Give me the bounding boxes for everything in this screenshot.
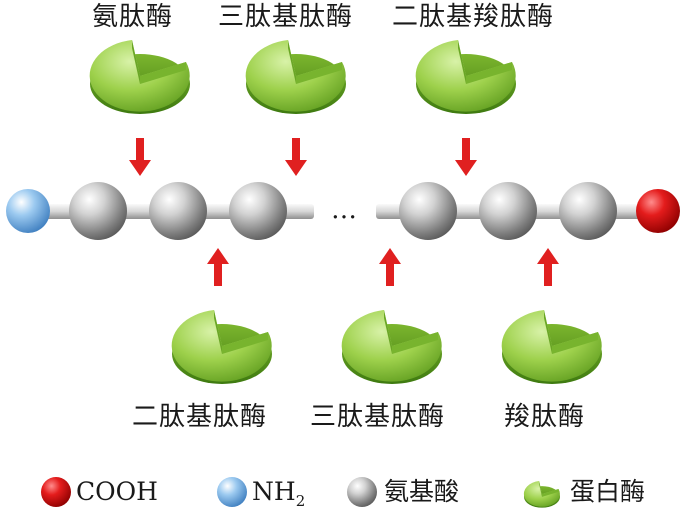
amino-acid-ball <box>229 182 287 240</box>
legend-amino-acid-icon <box>347 477 377 507</box>
enzyme-label-carboxypeptidase: 羧肽酶 <box>504 402 586 432</box>
cleavage-arrow-down <box>129 138 151 176</box>
legend-protease-icon <box>523 481 560 508</box>
amino-acid-ball <box>399 182 457 240</box>
legend-amino-acid-label: 氨基酸 <box>384 477 460 506</box>
amino-acid-ball <box>479 182 537 240</box>
enzyme-icon-tripeptidyl-bottom <box>341 310 442 384</box>
cleavage-arrow-down <box>455 138 477 176</box>
enzyme-icon-tripeptidyl-top <box>245 40 346 114</box>
cleavage-arrow-up <box>379 248 401 286</box>
enzyme-icon-carboxypeptidase <box>501 310 602 384</box>
legend-nh2-icon <box>217 477 247 507</box>
legend-protease-label: 蛋白酶 <box>570 477 646 506</box>
enzyme-label-tripeptidyl-bottom: 三肽基肽酶 <box>310 402 446 432</box>
legend-nh2-label: NH2 <box>252 477 305 516</box>
enzyme-label-aminopeptidase: 氨肽酶 <box>92 2 174 32</box>
cleavage-arrow-up <box>207 248 229 286</box>
enzyme-label-dipeptidyl: 二肽基肽酶 <box>132 402 268 432</box>
enzyme-icon-aminopeptidase <box>89 40 190 114</box>
legend-cooh-icon <box>41 477 71 507</box>
cooh-terminus <box>636 189 680 233</box>
enzyme-label-tripeptidyl-top: 三肽基肽酶 <box>218 2 354 32</box>
legend-cooh-label: COOH <box>76 477 158 506</box>
amino-acid-ball <box>149 182 207 240</box>
legend-nh2-subscript: 2 <box>295 492 306 510</box>
cleavage-arrow-down <box>285 138 307 176</box>
amino-acid-ball <box>559 182 617 240</box>
enzyme-icon-dipeptidyl <box>171 310 272 384</box>
legend-nh2-main: NH <box>252 477 296 506</box>
enzyme-label-dipeptidyl-carboxy: 二肽基羧肽酶 <box>392 2 555 32</box>
nh2-terminus <box>6 189 50 233</box>
enzyme-icon-dipeptidyl-carboxy <box>415 40 516 114</box>
cleavage-arrow-up <box>537 248 559 286</box>
chain-gap-ellipsis: … <box>331 195 357 225</box>
amino-acid-ball <box>69 182 127 240</box>
